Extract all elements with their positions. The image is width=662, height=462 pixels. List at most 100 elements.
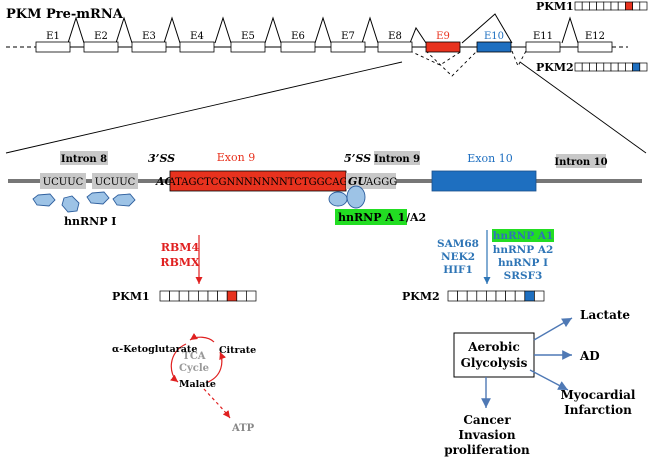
intron9-box bbox=[374, 151, 420, 165]
pkm2-top-box-cell bbox=[617, 62, 626, 72]
intron10-box bbox=[556, 154, 606, 168]
regulator-nek2: NEK2 bbox=[441, 251, 475, 263]
pkm1-box-cell bbox=[226, 290, 238, 302]
pkm1-top-box-cell bbox=[603, 1, 612, 11]
exon-label-e5: E5 bbox=[241, 31, 255, 42]
hnrnp-i-label: hnRNP I bbox=[64, 215, 116, 228]
exon-box-e12 bbox=[577, 41, 613, 53]
pkm1-box-cell bbox=[159, 290, 170, 302]
citrate: Citrate bbox=[219, 345, 256, 356]
pkm2-box-cell bbox=[466, 290, 478, 302]
hnrnp-a1-highlight bbox=[335, 209, 407, 225]
pre-mrna-title: PKM Pre-mRNA bbox=[6, 7, 124, 22]
skip-dashes bbox=[409, 50, 527, 77]
pkm2-box-cell bbox=[447, 290, 458, 302]
exon-box-e4 bbox=[179, 41, 215, 53]
ss3-label: 3’SS bbox=[148, 152, 175, 165]
mi-line2: Infarction bbox=[564, 403, 632, 417]
cancer-line2: Invasion bbox=[458, 428, 515, 442]
ucuuc-box-1 bbox=[40, 173, 86, 189]
pkm1-top-box-cell bbox=[610, 1, 619, 11]
glycolysis-line1: Aerobic bbox=[467, 340, 520, 354]
exon-box-e6 bbox=[280, 41, 316, 53]
pkm2-top-box-cell bbox=[589, 62, 597, 72]
exon-label-e9: E9 bbox=[436, 31, 450, 42]
glycolysis-line2: Glycolysis bbox=[461, 356, 528, 370]
pkm1-top-box bbox=[574, 1, 648, 11]
splice-peaks bbox=[67, 13, 579, 44]
regulator-hnrnpa1: hnRNP A1 bbox=[493, 230, 554, 242]
pkm2-box bbox=[447, 290, 545, 302]
exon-box-e5 bbox=[230, 41, 266, 53]
pkm1-top-box-cell bbox=[625, 1, 633, 11]
exon-label-e6: E6 bbox=[291, 31, 305, 42]
pkm2-top-box-cell bbox=[610, 62, 619, 72]
ss5-label: 5’SS bbox=[344, 152, 371, 165]
zoom-line-left bbox=[5, 61, 403, 154]
exon-box-e8 bbox=[377, 41, 413, 53]
zoom-line-right bbox=[519, 61, 647, 154]
exon9-sequence: ATAGCTCGNNNNNNNTCTGGCAG bbox=[167, 177, 347, 188]
exon-label-e7: E7 bbox=[341, 31, 355, 42]
exon-box-e7 bbox=[330, 41, 366, 53]
exon-label-e4: E4 bbox=[190, 31, 204, 42]
pkm2-box-cell bbox=[457, 290, 468, 302]
glycolysis-arrows bbox=[481, 317, 573, 408]
exon10-box bbox=[431, 170, 537, 192]
mi-line1: Myocardial bbox=[561, 388, 636, 402]
pkm1-top-box-cell bbox=[581, 1, 590, 11]
pkm2-top-box-cell bbox=[625, 62, 633, 72]
pkm1-box-cell bbox=[217, 290, 228, 302]
ucuuc-text-2: UCUUC bbox=[95, 177, 136, 188]
pkm1-label-top: PKM1 bbox=[536, 0, 574, 13]
aerobic-glycolysis-box bbox=[453, 332, 535, 378]
pkm1-box-cell bbox=[246, 290, 257, 302]
pkm1-box-cell bbox=[188, 290, 199, 302]
tca-line1: TCA bbox=[182, 351, 205, 362]
pkm2-top-box-cell bbox=[639, 62, 648, 72]
cancer-line3: proliferation bbox=[444, 443, 530, 457]
pkm2-box-cell bbox=[476, 290, 487, 302]
pkm2-top-box-cell bbox=[632, 62, 641, 72]
atp: ATP bbox=[231, 423, 255, 434]
ucuuc-text-1: UCUUC bbox=[43, 177, 84, 188]
regulator-hnrnpi: hnRNP I bbox=[498, 257, 548, 269]
pkm1-box-cell bbox=[169, 290, 180, 302]
exon-box-e2 bbox=[83, 41, 119, 53]
pkm1-box-cell bbox=[198, 290, 209, 302]
ag-text: AG bbox=[155, 175, 174, 188]
pkm2-top-box-cell bbox=[603, 62, 612, 72]
exon-label-e3: E3 bbox=[142, 31, 156, 42]
pkm1-box-cell bbox=[178, 290, 190, 302]
gu-aggg-box bbox=[346, 173, 396, 189]
alpha-ketoglutarate: α-Ketoglutarate bbox=[112, 344, 197, 355]
hnrnp-a-proteins bbox=[328, 185, 366, 209]
pkm2-box-cell bbox=[495, 290, 506, 302]
pkm2-box-cell bbox=[514, 290, 526, 302]
exon-box-e1 bbox=[35, 41, 71, 53]
exon9-title: Exon 9 bbox=[217, 151, 255, 164]
gu-text: GU bbox=[348, 175, 368, 188]
hnrnp-a1-label: hnRNP A 1 bbox=[338, 211, 405, 224]
pkm2-top-box bbox=[574, 62, 648, 72]
regulator-sam68: SAM68 bbox=[437, 238, 479, 250]
pkm1-top-box-cell bbox=[574, 1, 583, 11]
intron8-box bbox=[60, 151, 108, 165]
pkm1-label: PKM1 bbox=[112, 290, 150, 303]
hnrnpa1-highlight-2 bbox=[492, 229, 554, 242]
exon10-title: Exon 10 bbox=[467, 152, 512, 165]
ucuuc-box-2 bbox=[92, 173, 138, 189]
pkm2-top-box-cell bbox=[581, 62, 590, 72]
pkm1-top-box-cell bbox=[596, 1, 605, 11]
pkm2-label-top: PKM2 bbox=[536, 61, 574, 74]
pkm2-box-cell bbox=[486, 290, 497, 302]
exon-label-e11: E11 bbox=[533, 31, 553, 42]
aggg-text: AGGG bbox=[365, 177, 397, 188]
pkm1-box bbox=[159, 290, 257, 302]
lactate: Lactate bbox=[580, 308, 630, 322]
tca-cycle-arrows bbox=[170, 333, 231, 419]
exon-box-e9 bbox=[425, 41, 461, 53]
intron8-label: Intron 8 bbox=[61, 154, 107, 165]
